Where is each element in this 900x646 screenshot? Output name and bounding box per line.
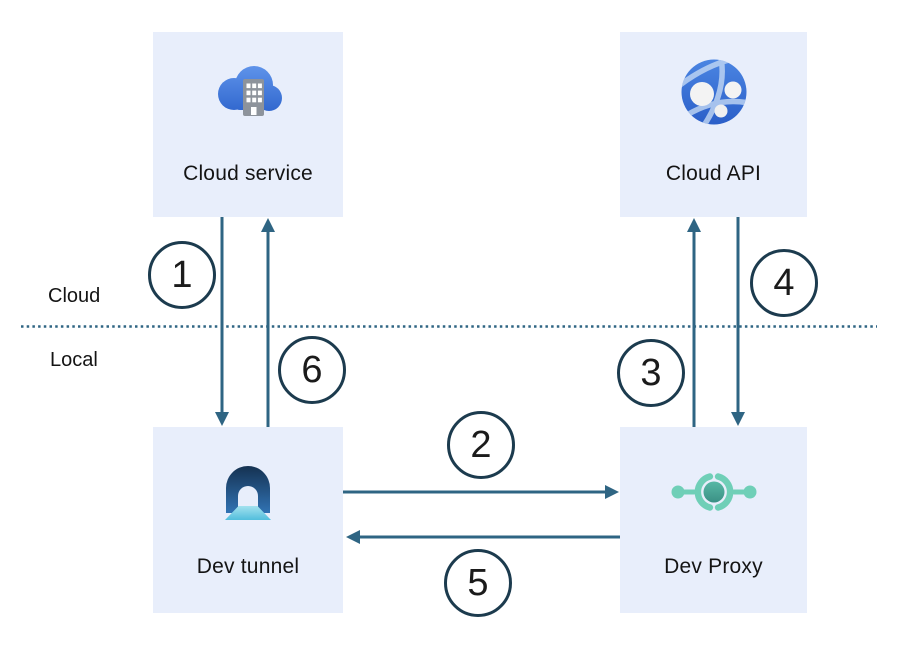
- step-circle-2: 2: [447, 411, 515, 479]
- tunnel-icon: [225, 466, 271, 520]
- arrow-step-5: [346, 530, 620, 544]
- node-label-cloud-service: Cloud service: [183, 162, 313, 185]
- api-globe-icon: [681, 59, 746, 125]
- arrow-step-6: [261, 218, 275, 427]
- step-circle-1: 1: [148, 241, 216, 309]
- arrow-step-3: [687, 218, 701, 427]
- step-circle-3: 3: [617, 339, 685, 407]
- step-number-1: 1: [171, 253, 193, 296]
- arrow-step-1: [215, 217, 229, 426]
- node-dev-tunnel: Dev tunnel: [153, 427, 343, 613]
- proxy-target-icon: [671, 473, 756, 511]
- node-cloud-api: Cloud API: [620, 32, 807, 217]
- arrow-step-2: [343, 485, 619, 499]
- zone-label-local: Local: [50, 349, 98, 371]
- node-label-dev-tunnel: Dev tunnel: [196, 555, 300, 578]
- node-label-dev-proxy: Dev Proxy: [664, 555, 763, 578]
- step-circle-6: 6: [278, 336, 346, 404]
- node-label-cloud-api: Cloud API: [665, 162, 762, 185]
- cloud-building-icon: [218, 66, 282, 116]
- zone-label-cloud: Cloud: [48, 285, 101, 307]
- step-number-4: 4: [773, 261, 795, 304]
- step-number-3: 3: [640, 351, 662, 394]
- arrow-step-4: [731, 217, 745, 426]
- step-circle-5: 5: [444, 549, 512, 617]
- node-cloud-service: Cloud service: [153, 32, 343, 217]
- node-dev-proxy: Dev Proxy: [620, 427, 807, 613]
- step-number-6: 6: [301, 348, 323, 391]
- step-number-2: 2: [470, 423, 492, 466]
- step-number-5: 5: [467, 561, 489, 604]
- step-circle-4: 4: [750, 249, 818, 317]
